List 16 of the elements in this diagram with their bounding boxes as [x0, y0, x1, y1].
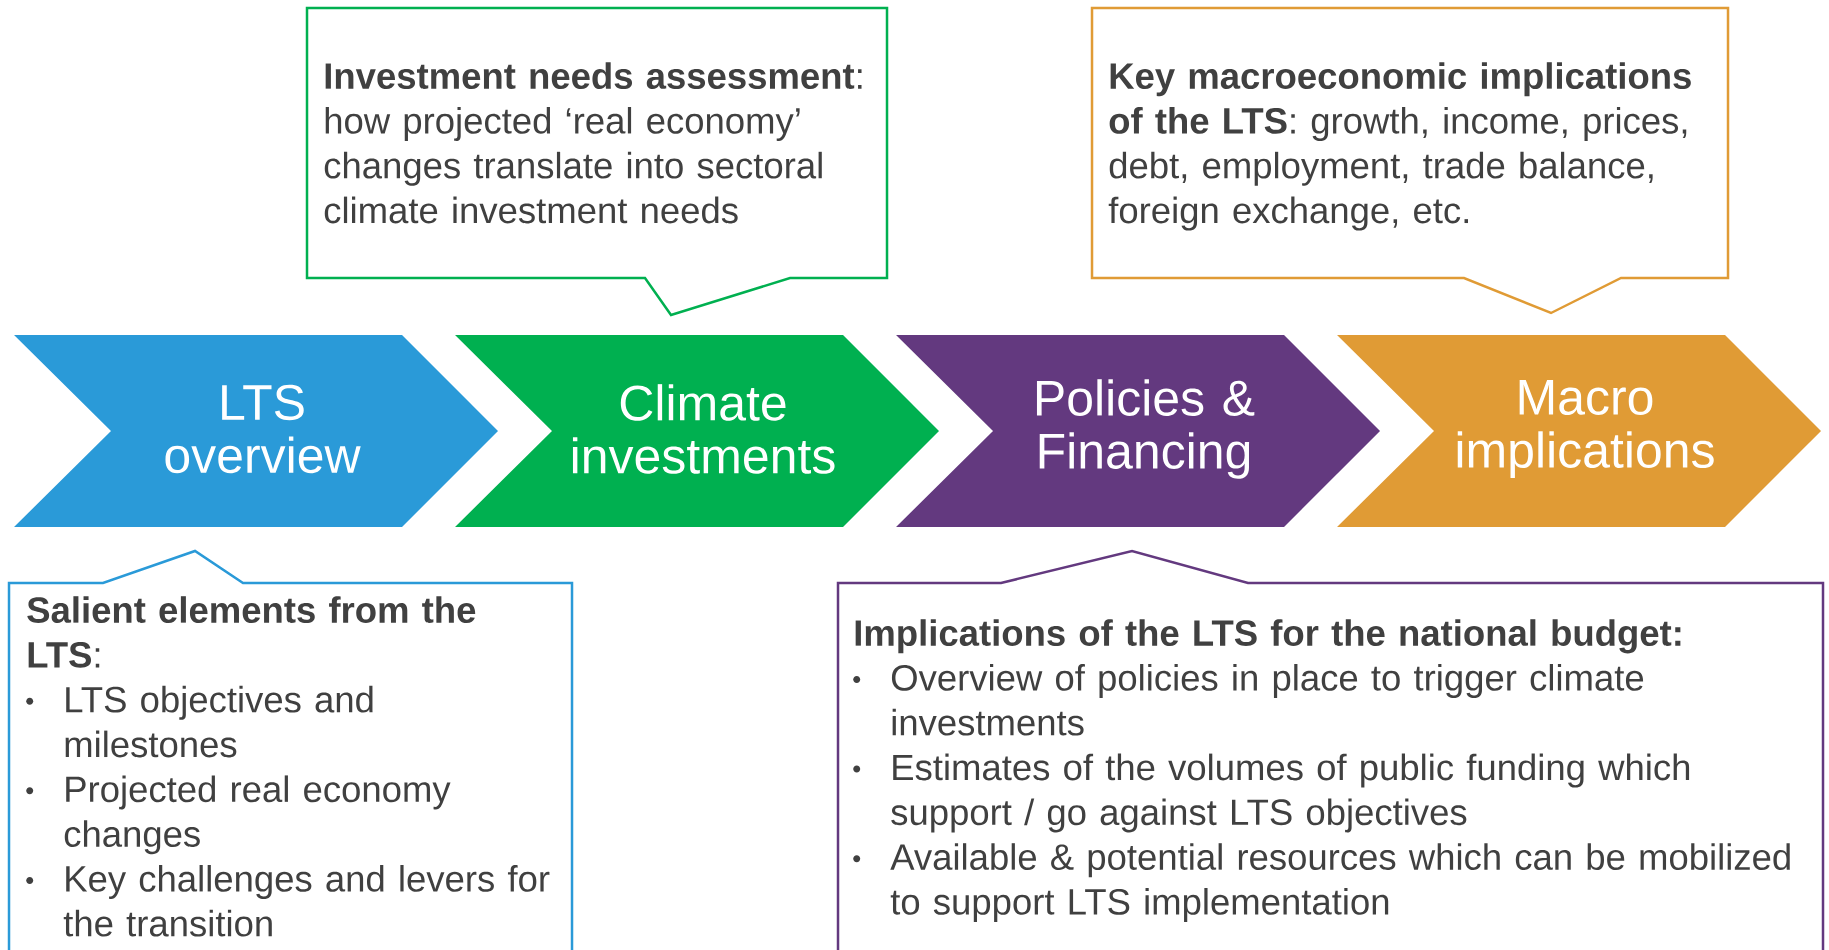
callout-box: Key macroeconomic implications of the LTS: growth, income, prices, debt, employment, trade balance, foreign exchange, etc.	[1090, 6, 1730, 315]
chevron-step: Climate investments	[455, 335, 939, 527]
callout-box: Implications of the LTS for the national budget: Overview of policies in place to trigger climate investments Estimates of the volumes of public funding which support / go against LTS objectives Available & potential resources which can be mobilized to support LTS implementation	[836, 549, 1825, 950]
callout-box: Salient elements from the LTS: LTS objectives and milestones Projected real economy changes Key challenges and levers for the transition	[7, 549, 574, 950]
node-label: Key challenges and levers for the transition	[63, 865, 550, 937]
node-label: Salient elements from the LTS:	[27, 596, 476, 668]
callout-box: Investment needs assessment: how projected ‘real economy’ changes translate into sectoral climate investment needs	[305, 6, 889, 317]
node-label: LTS objectives and milestones	[65, 685, 373, 758]
chevron-step: Macro implications	[1337, 335, 1821, 527]
node-label: Estimates of the volumes of public funding which support / go against LTS objectives	[891, 753, 1690, 833]
node-label: Overview of policies in place to trigger climate investments	[891, 664, 1644, 736]
node-label: Available & potential resources which can be mobilized to support LTS implementation	[890, 843, 1790, 923]
chevron-step: LTS overview	[14, 335, 498, 527]
chevron-step: Policies & Financing	[896, 335, 1380, 527]
node-label: Projected real economy changes	[64, 775, 451, 855]
node-label: Implications of the LTS for the national budget:	[855, 619, 1681, 654]
